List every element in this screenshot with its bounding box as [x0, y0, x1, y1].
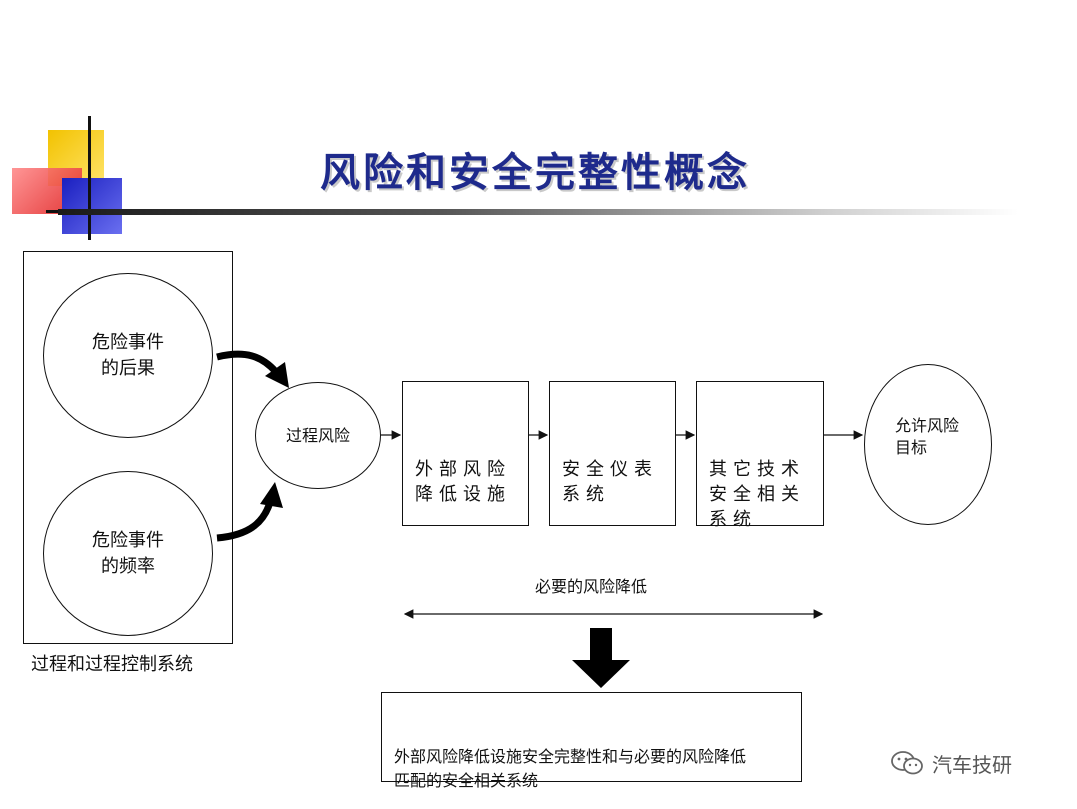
sis-box: 安全仪表 系统	[549, 381, 676, 526]
other-technology-box: 其它技术 安全相关 系统	[696, 381, 824, 530]
slide-title: 风险和安全完整性概念	[320, 149, 750, 196]
process-risk-label: 过程风险	[285, 425, 350, 445]
process-system-box	[23, 251, 233, 644]
conclusion-text: 外部风险降低设施安全完整性和与必要的风险降低 匹配的安全相关系统	[394, 747, 747, 790]
sis-label: 安全仪表 系统	[562, 459, 658, 505]
frequency-circle: 危险事件 的频率	[43, 471, 213, 636]
necessary-reduction-label: 必要的风险降低	[535, 577, 648, 596]
frequency-label: 危险事件 的频率	[92, 529, 164, 577]
external-risk-reduction-label: 外部风险 降低设施	[415, 459, 511, 505]
chat-bubble-icon	[891, 751, 923, 775]
external-risk-reduction-box: 外部风险 降低设施	[402, 381, 529, 526]
tolerable-risk-circle: 允许风险 目标	[864, 364, 992, 525]
tolerable-risk-label: 允许风险 目标	[895, 416, 960, 457]
frequency-arrowhead	[260, 482, 283, 508]
consequence-circle: 危险事件 的后果	[43, 273, 213, 438]
watermark: 汽车技研	[890, 745, 1012, 781]
other-technology-label: 其它技术 安全相关 系统	[709, 459, 805, 530]
decor-vertical-line	[88, 116, 91, 240]
process-system-caption: 过程和过程控制系统	[31, 654, 193, 675]
watermark-text: 汽车技研	[932, 752, 1012, 777]
decor-blue-square	[62, 178, 122, 234]
down-block-arrow	[572, 628, 630, 688]
consequence-arrowhead	[265, 362, 289, 388]
consequence-label: 危险事件 的后果	[92, 331, 164, 379]
process-risk-circle: 过程风险	[255, 382, 381, 489]
conclusion-box: 外部风险降低设施安全完整性和与必要的风险降低 匹配的安全相关系统	[381, 692, 802, 790]
title-underline	[58, 209, 1018, 215]
